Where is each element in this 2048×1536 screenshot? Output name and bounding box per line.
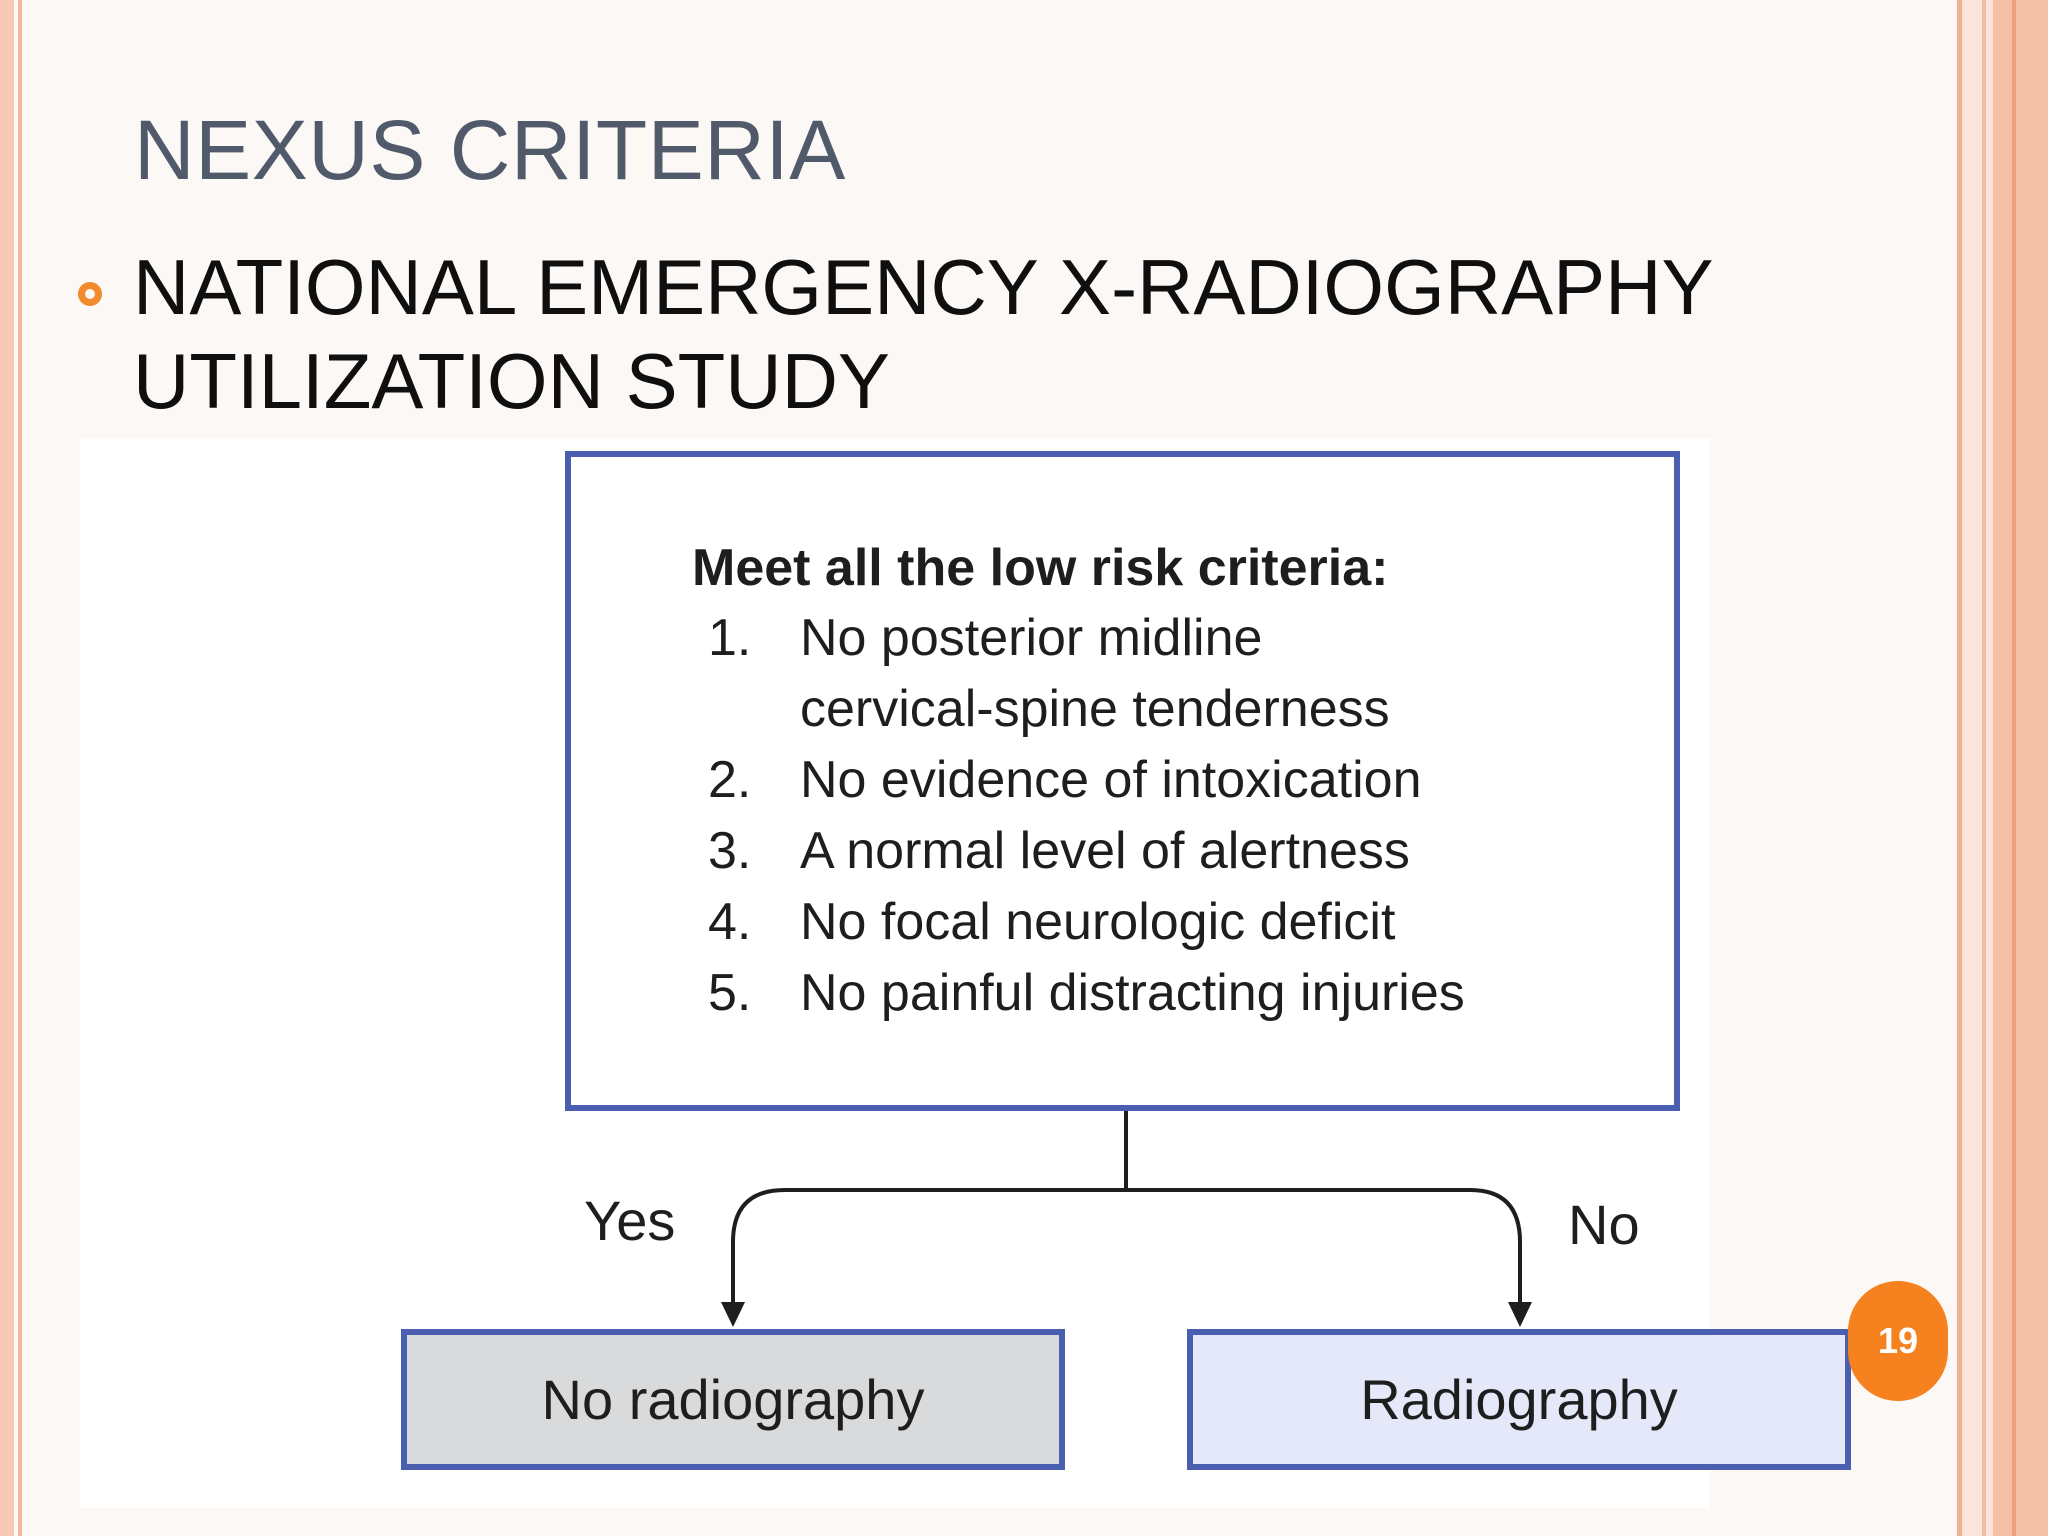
criteria-item: 5. No painful distracting injuries	[708, 963, 1465, 1023]
criteria-text: No evidence of intoxication	[800, 751, 1422, 809]
slide-right-border-line	[2012, 0, 2016, 1536]
connector-no-path	[1126, 1188, 1522, 1310]
criteria-text: cervical-spine tenderness	[800, 680, 1390, 738]
criteria-number: 4.	[708, 893, 752, 951]
slide-left-border	[0, 0, 14, 1536]
radiography-box: Radiography	[1187, 1329, 1851, 1470]
criteria-number: 3.	[708, 822, 752, 880]
no-radiography-label: No radiography	[541, 1368, 925, 1431]
slide-left-border-line	[18, 0, 22, 1536]
connector-yes-path	[731, 1188, 1126, 1310]
criteria-text: No focal neurologic deficit	[800, 893, 1396, 951]
slide-title: NEXUS CRITERIA	[134, 103, 846, 197]
slide-right-border-band	[1993, 0, 2048, 1536]
criteria-item: 1. No posterior midline	[708, 608, 1262, 668]
slide-right-border-line	[1957, 0, 1962, 1536]
yes-branch-label: Yes	[584, 1189, 676, 1252]
criteria-text: A normal level of alertness	[800, 822, 1410, 880]
arrow-down-icon	[1508, 1302, 1532, 1327]
criteria-text: No painful distracting injuries	[800, 964, 1465, 1022]
criteria-number: 5.	[708, 964, 752, 1022]
page-number: 19	[1877, 1320, 1919, 1361]
criteria-item-continuation: cervical-spine tenderness	[800, 679, 1390, 739]
criteria-number: 1.	[708, 609, 752, 667]
criteria-item: 2. No evidence of intoxication	[708, 750, 1422, 810]
slide-right-border-line	[1982, 0, 1986, 1536]
criteria-item: 4. No focal neurologic deficit	[708, 892, 1395, 952]
no-branch-label: No	[1568, 1193, 1640, 1256]
arrow-down-icon	[721, 1302, 745, 1327]
criteria-number: 2.	[708, 751, 752, 809]
radiography-label: Radiography	[1360, 1368, 1678, 1431]
criteria-item: 3. A normal level of alertness	[708, 821, 1410, 881]
no-radiography-box: No radiography	[401, 1329, 1065, 1470]
criteria-text: No posterior midline	[800, 609, 1263, 667]
bullet-text: NATIONAL EMERGENCY X-RADIOGRAPHY UTILIZA…	[133, 243, 1713, 425]
criteria-heading: Meet all the low risk criteria:	[692, 539, 1389, 597]
bullet-circle-icon	[78, 282, 102, 306]
page-number-badge: 19	[1848, 1281, 1948, 1401]
criteria-box	[565, 451, 1680, 1111]
